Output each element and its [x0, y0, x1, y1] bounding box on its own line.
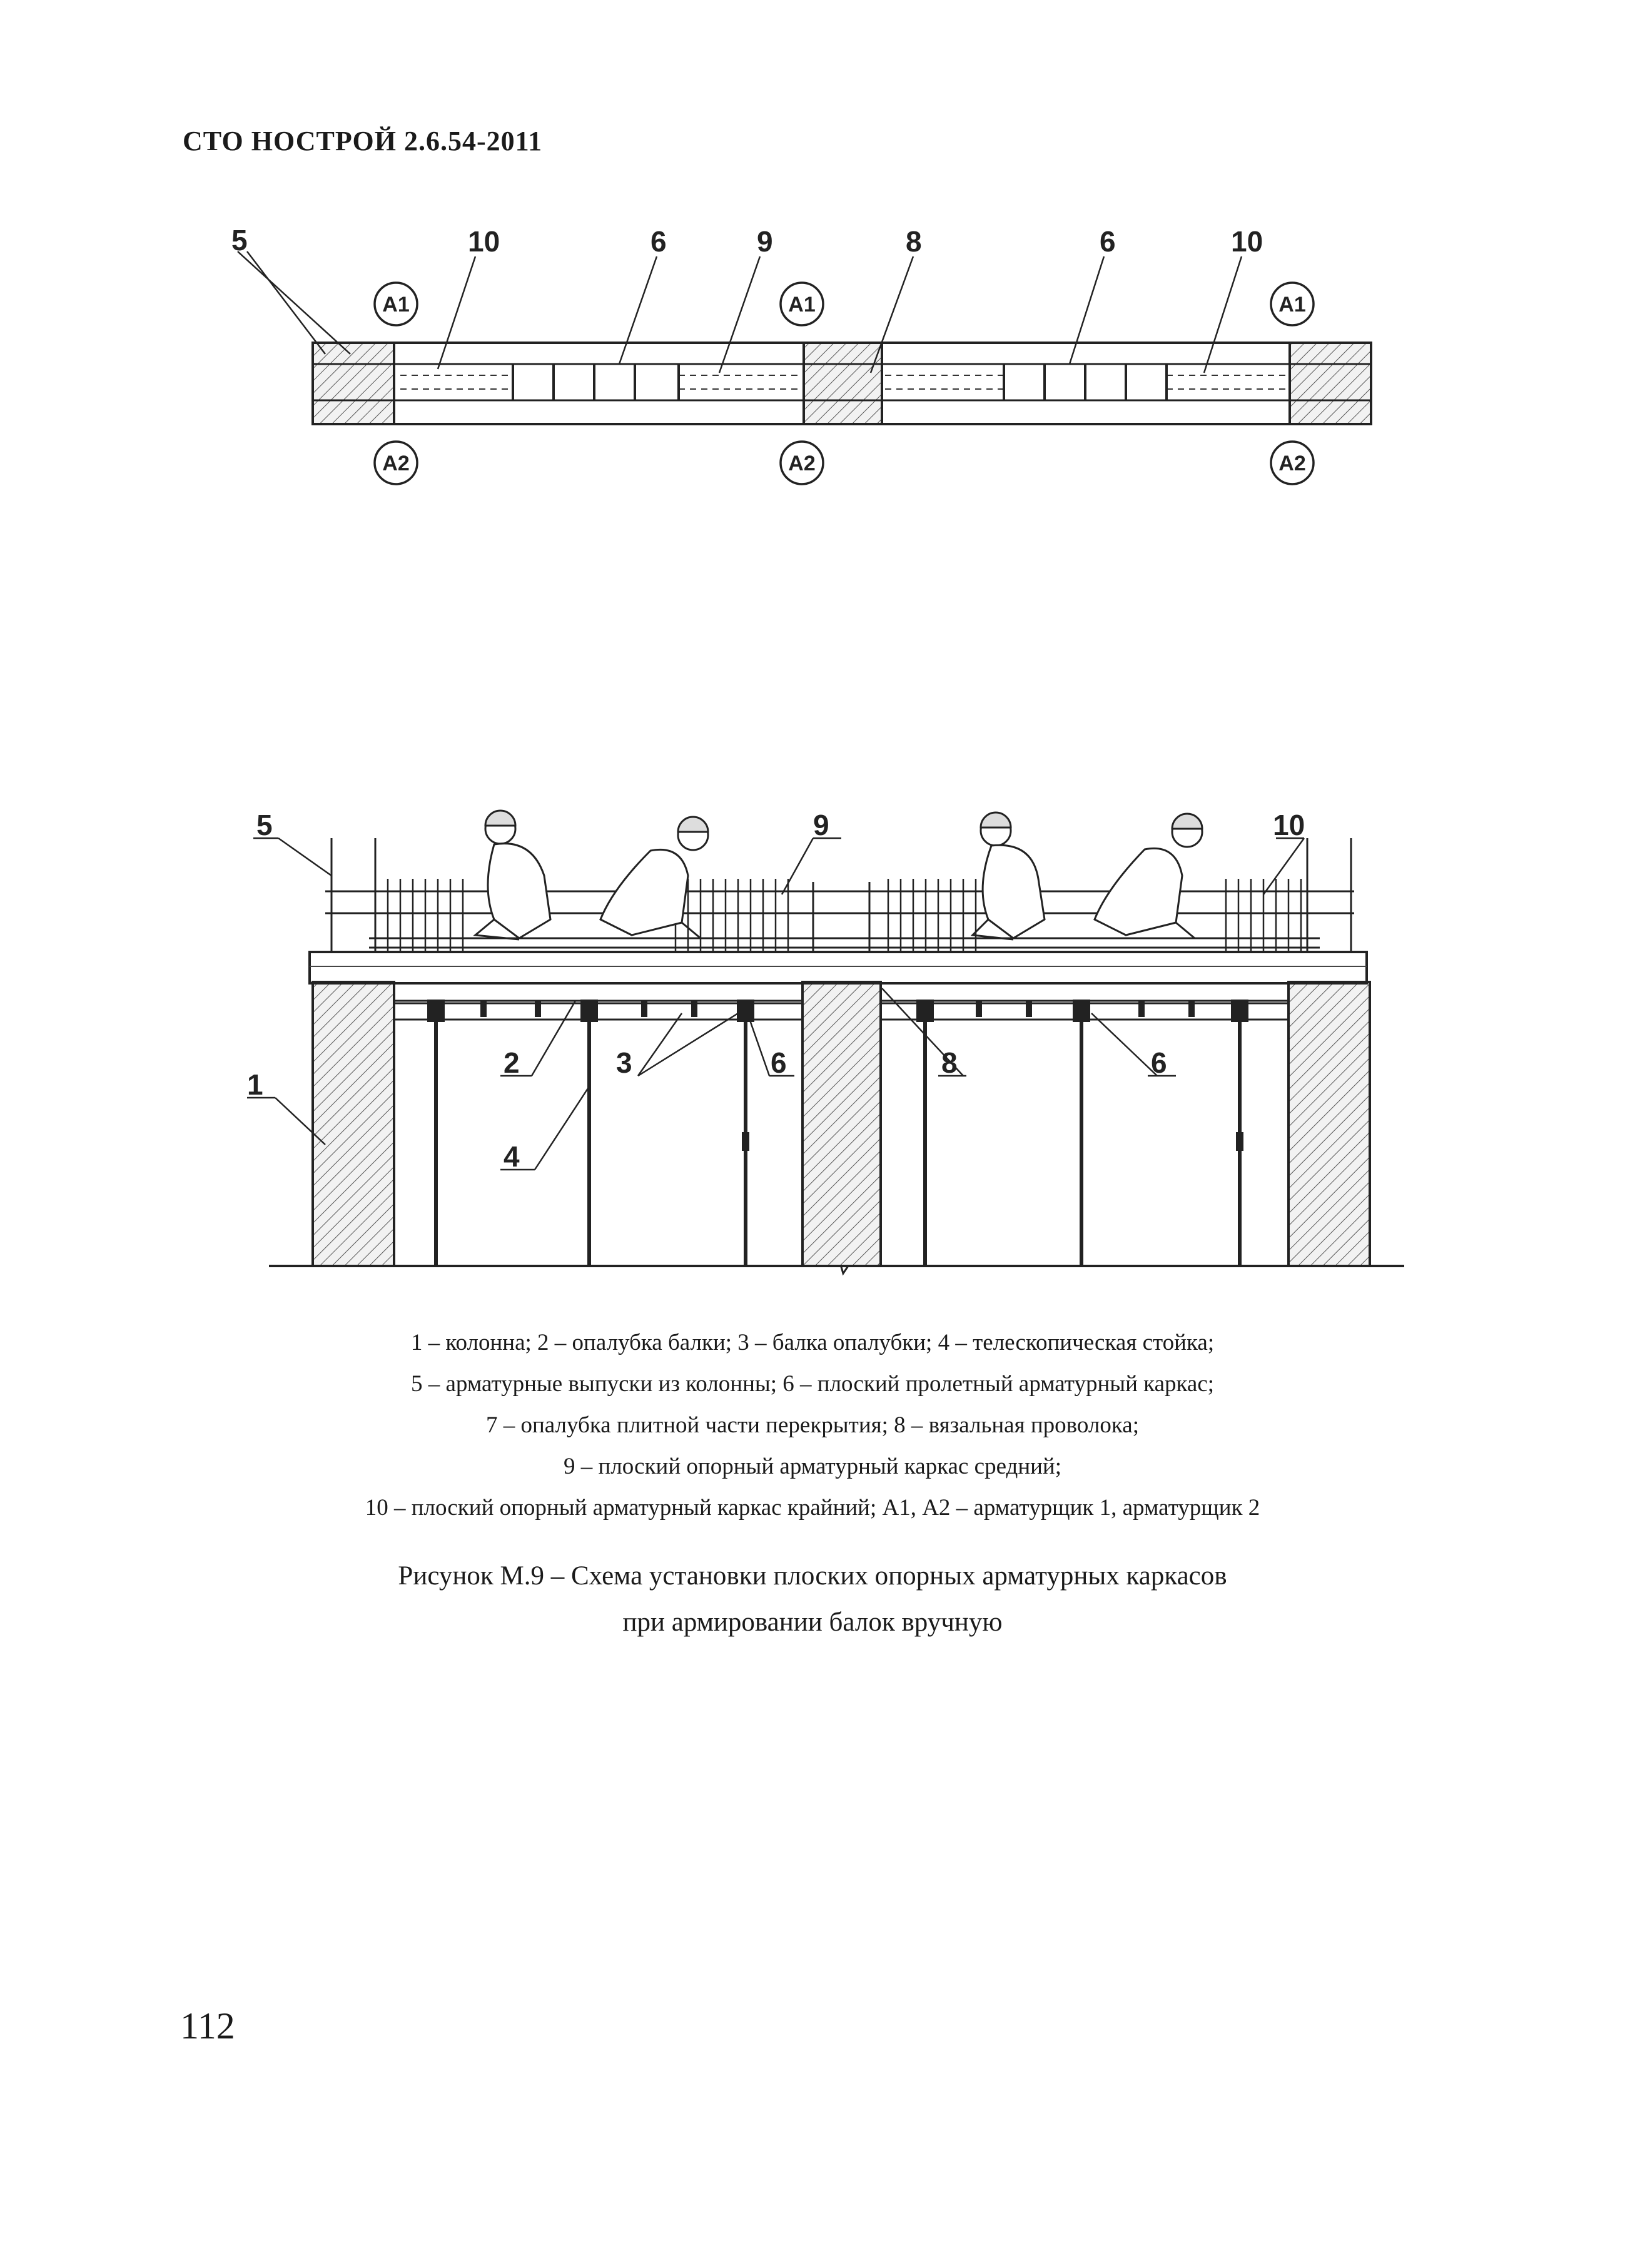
plan-callout-9: 9 — [757, 225, 773, 258]
worker-marker-a1-middle: A1 — [788, 293, 815, 316]
column-middle — [801, 981, 882, 1267]
legend-line: 10 – плоский опорный арматурный каркас к… — [365, 1495, 1260, 1521]
worker-2 — [599, 816, 709, 939]
plan-callout-8: 8 — [906, 225, 922, 258]
figure-title-line: Рисунок М.9 – Схема установки плоских оп… — [398, 1561, 1227, 1591]
column-left — [311, 981, 395, 1267]
elev-callout-5: 5 — [256, 809, 273, 841]
worker-4 — [1093, 813, 1203, 939]
page-number: 112 — [180, 2005, 235, 2047]
plan-callout-6-left: 6 — [651, 225, 667, 258]
legend-line: 5 – арматурные выпуски из колонны; 6 – п… — [410, 1371, 1215, 1397]
plan-callout-10-right: 10 — [1231, 225, 1263, 258]
elevation-callout-labels: 5 9 10 1 2 3 6 8 6 4 — [247, 809, 1305, 1173]
elev-callout-2: 2 — [504, 1046, 520, 1079]
beam-formwork — [308, 951, 1368, 985]
figure-title: Рисунок М.9 – Схема установки плоских оп… — [0, 1562, 1625, 1655]
figure-title-line: при армировании балок вручную — [622, 1607, 1003, 1637]
elevation-view: 5 9 10 1 2 3 6 8 6 4 — [247, 809, 1404, 1276]
elev-callout-4: 4 — [504, 1140, 520, 1173]
document-header: СТО НОСТРОЙ 2.6.54-2011 — [183, 126, 543, 156]
plan-callout-10-left: 10 — [468, 225, 500, 258]
worker-marker-a1-left: A1 — [382, 293, 409, 316]
elev-callout-6-right: 6 — [1151, 1046, 1167, 1079]
elev-callout-8: 8 — [941, 1046, 958, 1079]
plan-callout-6-right: 6 — [1100, 225, 1116, 258]
worker-markers — [373, 281, 1315, 485]
worker-marker-a2-left: A2 — [382, 452, 409, 475]
elev-callout-1: 1 — [247, 1068, 263, 1101]
worker-marker-a1-right: A1 — [1278, 293, 1305, 316]
legend-line: 1 – колонна; 2 – опалубка балки; 3 – бал… — [410, 1330, 1215, 1355]
elev-callout-10: 10 — [1273, 809, 1305, 841]
worker-3 — [970, 811, 1046, 941]
legend-line: 7 – опалубка плитной части перекрытия; 8… — [485, 1412, 1139, 1438]
figure-drawing: 5 10 6 9 8 6 10 A1 A1 A1 A2 A2 A2 — [231, 224, 1404, 1276]
plan-callout-5: 5 — [231, 224, 248, 256]
plan-column-middle — [802, 342, 883, 425]
elev-callout-9: 9 — [813, 809, 829, 841]
elev-callout-3: 3 — [616, 1046, 632, 1079]
plan-column-left — [311, 342, 395, 425]
workers — [473, 809, 1203, 941]
legend-line: 9 – плоский опорный арматурный каркас ср… — [563, 1454, 1062, 1479]
worker-marker-a2-middle: A2 — [788, 452, 815, 475]
column-right — [1287, 981, 1371, 1267]
plan-column-right — [1288, 342, 1372, 425]
plan-view: 5 10 6 9 8 6 10 A1 A1 A1 A2 A2 A2 — [231, 224, 1372, 485]
worker-1 — [473, 809, 552, 941]
figure-legend: 1 – колонна; 2 – опалубка балки; 3 – бал… — [0, 1331, 1625, 1537]
plan-callout-labels: 5 10 6 9 8 6 10 — [231, 224, 1263, 258]
worker-marker-a2-right: A2 — [1278, 452, 1305, 475]
elev-callout-6-left: 6 — [771, 1046, 787, 1079]
